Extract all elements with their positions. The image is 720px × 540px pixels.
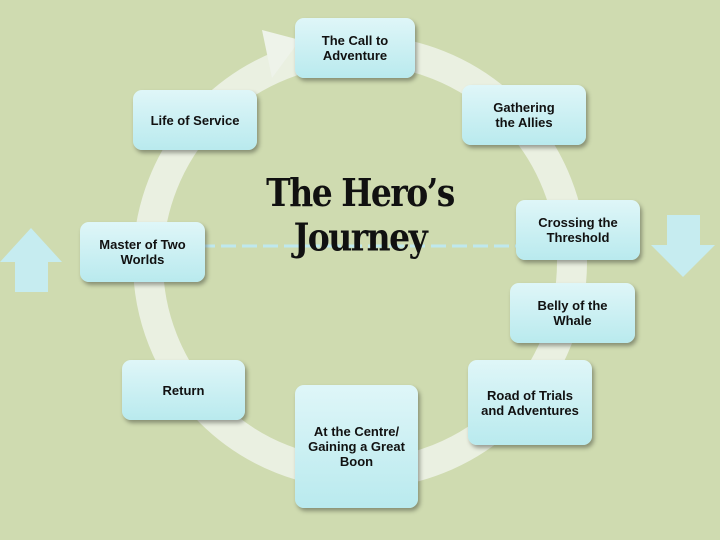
stage-road-of-trials: Road of Trials and Adventures	[468, 360, 592, 445]
stage-gathering-allies: Gathering the Allies	[462, 85, 586, 145]
stage-return: Return	[122, 360, 245, 420]
up-arrow-icon	[0, 228, 62, 292]
stage-call-to-adventure: The Call to Adventure	[295, 18, 415, 78]
stage-master-of-two-worlds: Master of Two Worlds	[80, 222, 205, 282]
stage-belly-of-whale: Belly of the Whale	[510, 283, 635, 343]
stage-life-of-service: Life of Service	[133, 90, 257, 150]
diagram-title: The Hero’s Journey	[266, 170, 455, 260]
stage-crossing-threshold: Crossing the Threshold	[516, 200, 640, 260]
cycle-arrowhead-icon	[262, 30, 300, 78]
down-arrow-icon	[651, 215, 715, 277]
stage-at-the-centre: At the Centre/ Gaining a Great Boon	[295, 385, 418, 508]
